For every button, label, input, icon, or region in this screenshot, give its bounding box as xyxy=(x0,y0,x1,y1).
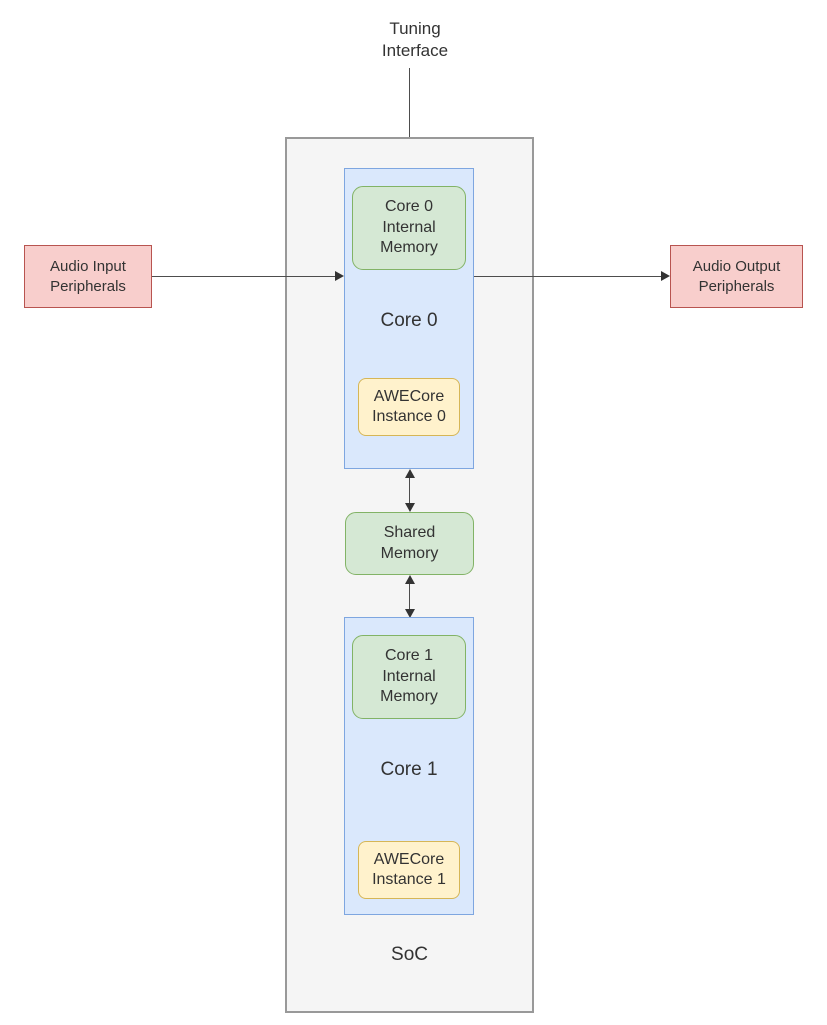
shared-memory-core1-arrowhead-up-icon xyxy=(405,575,415,584)
core-1-internal-memory-label-line3: Memory xyxy=(380,688,438,706)
tuning-interface-label: Tuning Interface xyxy=(340,18,490,62)
shared-memory-core1-connector-line xyxy=(409,580,410,614)
core-0-internal-memory-box[interactable]: Core 0 Internal Memory xyxy=(352,186,466,270)
shared-memory-label-line1: Shared xyxy=(383,524,436,542)
core-0-internal-memory-label-line3: Memory xyxy=(380,239,438,257)
tuning-interface-connector-line xyxy=(409,68,410,170)
audio-output-arrowhead-icon xyxy=(661,271,670,281)
core-1-label: Core 1 xyxy=(380,759,438,780)
audio-output-peripherals-label-line2: Peripherals xyxy=(698,277,775,295)
awecore-instance-0-label-line1: AWECore xyxy=(373,387,445,405)
tuning-interface-label-line2: Interface xyxy=(381,41,449,61)
core0-shared-memory-arrowhead-up-icon xyxy=(405,469,415,478)
soc-label: SoC xyxy=(391,943,428,965)
shared-memory-label-line2: Memory xyxy=(380,544,439,562)
shared-memory-box[interactable]: Shared Memory xyxy=(345,512,474,575)
core-0-label: Core 0 xyxy=(380,310,438,331)
audio-output-peripherals-box[interactable]: Audio Output Peripherals xyxy=(670,245,803,308)
shared-memory-core1-arrowhead-down-icon xyxy=(405,609,415,618)
awecore-instance-1-box[interactable]: AWECore Instance 1 xyxy=(358,841,460,899)
audio-input-connector-line xyxy=(152,276,336,277)
awecore-instance-0-label-line2: Instance 0 xyxy=(372,408,446,425)
core-1-internal-memory-label-line2: Internal xyxy=(382,667,436,685)
awecore-instance-0-box[interactable]: AWECore Instance 0 xyxy=(358,378,460,436)
core-1-internal-memory-box[interactable]: Core 1 Internal Memory xyxy=(352,635,466,719)
audio-input-peripherals-label-line1: Audio Input xyxy=(50,258,126,276)
core-0-internal-memory-label-line1: Core 0 xyxy=(384,198,434,216)
audio-input-peripherals-label-line2: Peripherals xyxy=(50,277,126,295)
core-0-internal-memory-label-line2: Internal xyxy=(382,218,436,236)
core0-shared-memory-arrowhead-down-icon xyxy=(405,503,415,512)
awecore-instance-1-label-line1: AWECore xyxy=(373,850,445,868)
tuning-interface-label-line1: Tuning xyxy=(389,19,441,38)
awecore-instance-1-label-line2: Instance 1 xyxy=(372,871,446,888)
core-1-internal-memory-label-line1: Core 1 xyxy=(384,647,434,665)
audio-input-arrowhead-icon xyxy=(335,271,344,281)
core0-shared-memory-connector-line xyxy=(409,474,410,508)
audio-output-connector-line xyxy=(474,276,664,277)
audio-input-peripherals-box[interactable]: Audio Input Peripherals xyxy=(24,245,152,308)
audio-output-peripherals-label-line1: Audio Output xyxy=(692,258,781,276)
